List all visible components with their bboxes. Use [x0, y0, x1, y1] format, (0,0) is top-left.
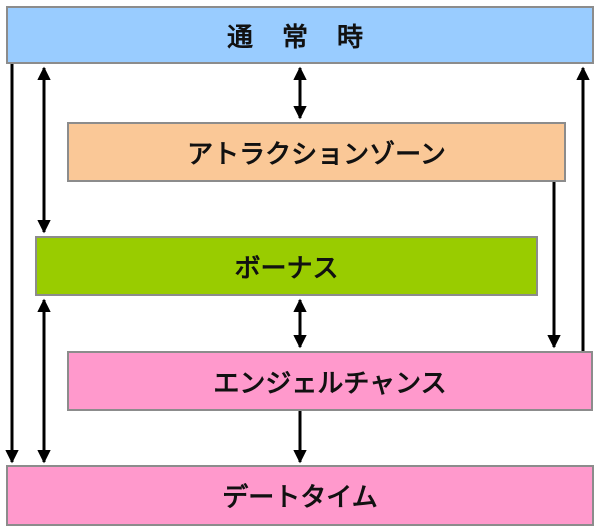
state-bonus-label: ボーナス	[234, 253, 339, 284]
state-normal-label: 通 常 時	[226, 22, 374, 53]
state-normal: 通 常 時	[6, 6, 594, 64]
state-angel-chance: エンジェルチャンス	[67, 351, 593, 411]
state-date-time-label: デートタイム	[222, 483, 378, 513]
state-angel-chance-label: エンジェルチャンス	[213, 368, 447, 399]
state-attraction-zone: アトラクションゾーン	[67, 122, 566, 182]
state-date-time: デートタイム	[6, 465, 594, 526]
state-attraction-zone-label: アトラクションゾーン	[187, 139, 446, 170]
state-bonus: ボーナス	[35, 236, 538, 296]
